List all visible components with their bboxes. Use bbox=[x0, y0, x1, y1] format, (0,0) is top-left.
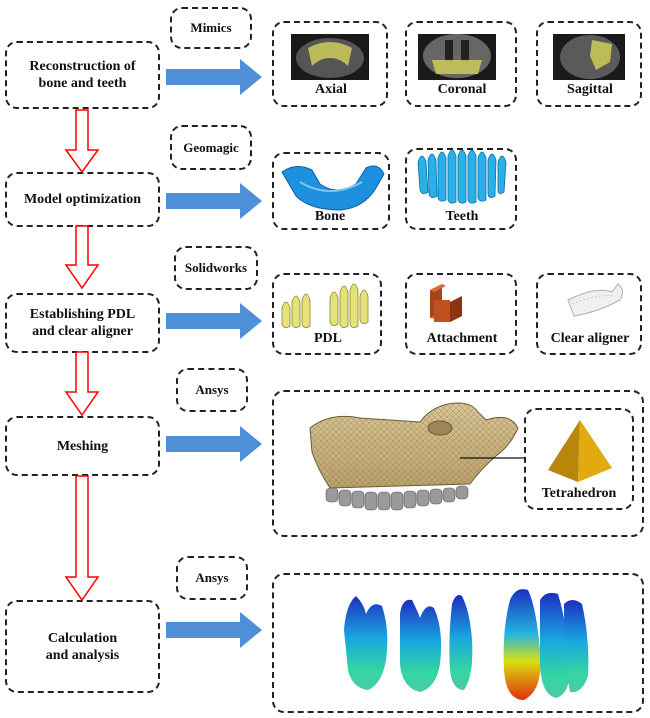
tetrahedron-icon bbox=[548, 420, 612, 482]
tool-label-ansys-2: Ansys bbox=[176, 556, 248, 600]
step-box-model-optimization: Model optimization bbox=[5, 172, 160, 227]
caption-axial: Axial bbox=[315, 82, 347, 97]
stress-teeth-result bbox=[344, 589, 589, 700]
flow-arrow-2 bbox=[64, 225, 100, 290]
ct-coronal-image bbox=[418, 34, 496, 80]
flow-arrow-3 bbox=[64, 351, 100, 417]
image-box-tetrahedron bbox=[524, 408, 634, 510]
step-box-reconstruction: Reconstruction of bone and teeth bbox=[5, 41, 160, 109]
caption-tetrahedron: Tetrahedron bbox=[541, 486, 617, 501]
ct-axial-image bbox=[291, 34, 369, 80]
tool-label-mimics: Mimics bbox=[170, 7, 252, 49]
image-box-clear-aligner bbox=[536, 273, 642, 355]
clear-aligner-icon bbox=[567, 283, 624, 317]
link-arrow-1 bbox=[166, 59, 262, 95]
image-box-results bbox=[272, 573, 644, 713]
ct-sagittal-image bbox=[553, 34, 625, 80]
link-arrow-5 bbox=[166, 612, 262, 648]
link-arrow-2 bbox=[166, 183, 262, 219]
caption-attachment: Attachment bbox=[426, 331, 498, 346]
teeth-model-icon bbox=[417, 149, 507, 204]
step-box-calculation: Calculation and analysis bbox=[5, 600, 160, 693]
caption-sagittal: Sagittal bbox=[567, 82, 613, 97]
meshed-bone-model bbox=[309, 402, 524, 511]
pdl-model-icon bbox=[281, 283, 369, 328]
tool-label-geomagic: Geomagic bbox=[170, 125, 252, 170]
link-arrow-4 bbox=[166, 426, 262, 462]
caption-clear-aligner: Clear aligner bbox=[550, 331, 630, 346]
link-arrow-3 bbox=[166, 303, 262, 339]
flow-arrow-4 bbox=[64, 475, 100, 602]
flow-arrow-1 bbox=[64, 109, 100, 174]
caption-pdl: PDL bbox=[314, 331, 342, 346]
attachment-model-icon bbox=[430, 284, 462, 322]
caption-bone: Bone bbox=[314, 209, 346, 224]
step-box-meshing: Meshing bbox=[5, 416, 160, 476]
caption-teeth: Teeth bbox=[445, 209, 479, 224]
tool-label-solidworks: Solidworks bbox=[174, 246, 258, 290]
caption-coronal: Coronal bbox=[437, 82, 487, 97]
bone-model-icon bbox=[281, 165, 385, 211]
tool-label-ansys-1: Ansys bbox=[176, 368, 248, 412]
